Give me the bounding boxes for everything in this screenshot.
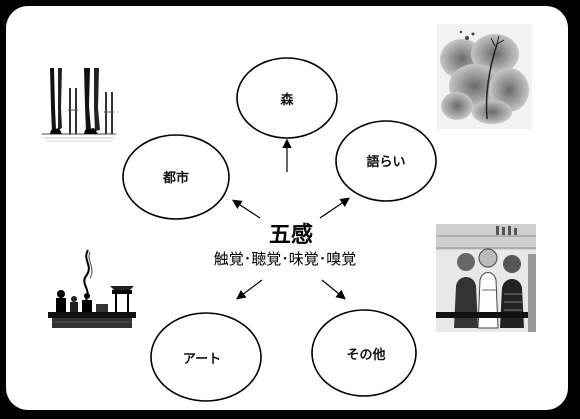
node-other-label: その他: [346, 347, 385, 363]
arrow-to-art: [236, 279, 263, 300]
center-title: 五感: [269, 222, 313, 248]
arrow-to-city: [231, 199, 261, 219]
leaves-illustration: [437, 24, 532, 129]
node-city-label: 都市: [162, 170, 189, 186]
node-art-ellipse: [150, 312, 262, 402]
arrow-to-talk: [319, 197, 350, 219]
node-talk-ellipse: [335, 120, 437, 202]
node-city: 都市: [122, 134, 230, 220]
node-other: その他: [311, 309, 417, 397]
arrow-to-other: [321, 279, 346, 300]
node-talk: 語らい: [335, 120, 437, 202]
center-subtitle: 触覚･聴覚･味覚･嗅覚: [214, 250, 357, 268]
node-art-label: アート: [183, 352, 221, 367]
perfume-illustration: [46, 246, 138, 334]
node-talk-label: 語らい: [366, 154, 405, 170]
node-other-ellipse: [311, 309, 417, 397]
node-forest-ellipse: [236, 57, 338, 139]
node-art: アート: [150, 312, 262, 402]
node-forest-label: 森: [280, 92, 294, 108]
node-city-ellipse: [122, 134, 230, 220]
bar-illustration: [436, 224, 536, 332]
legs-illustration: [42, 68, 116, 144]
node-forest: 森: [236, 57, 338, 139]
five-senses-diagram: 森 都市 語らい アート その他 五感 触覚･聴覚･味覚･嗅覚: [42, 24, 536, 402]
diagram-canvas: 森 都市 語らい アート その他 五感 触覚･聴覚･味覚･嗅覚: [6, 6, 568, 410]
